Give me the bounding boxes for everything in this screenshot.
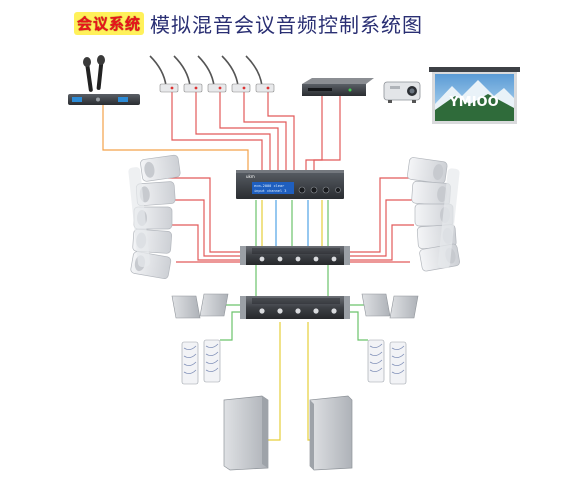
dvd-player [302, 78, 374, 96]
line-array-cabinet [437, 168, 460, 269]
line-array-cabinet [135, 181, 176, 207]
line-array-cabinet [407, 157, 448, 184]
wire-amp2-sub-left [268, 322, 281, 441]
wire-amp-right-2 [350, 199, 416, 257]
line-array-right [407, 157, 460, 272]
wiring [102, 90, 418, 441]
wire-dvd-mixer-1 [305, 96, 323, 170]
mixer-lcd-line1: ecm-2000 clear [254, 184, 285, 188]
line-array-cabinet [128, 167, 150, 268]
wire-amp-left-1 [168, 177, 240, 253]
line-array-cabinet [411, 180, 451, 206]
wire-receiver-mixer [102, 104, 249, 170]
wire-mic-5 [267, 90, 295, 170]
wire-mic-3 [219, 90, 279, 170]
projection-screen: YMIOO [429, 67, 520, 124]
wire-amp2-column-left [220, 311, 240, 341]
mixer-lcd-line2: input channel 3 [254, 189, 286, 193]
mixer-lcd [252, 182, 294, 194]
gooseneck-mic-icon [221, 55, 251, 93]
mixer-knob-icon [322, 186, 330, 194]
mixer-knob-icon [310, 186, 318, 194]
subwoofer-left [223, 395, 269, 471]
power-amplifier-2 [240, 296, 350, 319]
power-amplifier-1 [240, 246, 350, 265]
gooseneck-mic-icon [149, 55, 179, 93]
line-array-left [128, 154, 181, 279]
line-array-cabinet [130, 251, 172, 279]
screen-label: YMIOO [448, 95, 498, 110]
mixer-brand: ukm [246, 174, 255, 179]
audio-mixer: ukm ecm-2000 clear input channel 3 [236, 170, 344, 199]
title-bar: 会议系统 模拟混音会议音频控制系统图 [74, 8, 423, 38]
wire-mic-1 [171, 90, 263, 170]
gooseneck-mic-icon [197, 55, 227, 93]
mixer-knob-icon [298, 186, 306, 194]
wedge-monitor-left-pair [171, 293, 229, 319]
projector [383, 81, 421, 103]
diagram-title: 模拟混音会议音频控制系统图 [150, 12, 424, 37]
wedge-monitor-right-pair [361, 293, 419, 319]
wire-amp2-column-right [350, 311, 368, 341]
gooseneck-mic-icon [245, 55, 275, 93]
wire-amp-left-3 [172, 224, 240, 261]
column-speaker-left-pair [181, 339, 221, 385]
gooseneck-mic-icon [173, 55, 203, 93]
gooseneck-mic-row [149, 55, 275, 93]
handheld-mic-icon [83, 55, 105, 92]
column-speaker-right-pair [367, 339, 407, 385]
wire-dvd-mixer-2 [313, 96, 341, 170]
wire-amp-right-3 [350, 224, 414, 261]
wire-mic-2 [195, 90, 271, 170]
wire-amp-right-1 [350, 177, 418, 253]
wire-amp2-sub-right [307, 322, 310, 441]
wire-mic-4 [243, 90, 287, 170]
mixer-knob-icon [335, 187, 341, 193]
line-array-cabinet [140, 154, 181, 182]
wireless-mic-receiver [68, 55, 140, 105]
subwoofer-right [309, 395, 353, 471]
conference-system-logo: 会议系统 [74, 11, 145, 35]
wire-amp-left-2 [170, 199, 240, 257]
